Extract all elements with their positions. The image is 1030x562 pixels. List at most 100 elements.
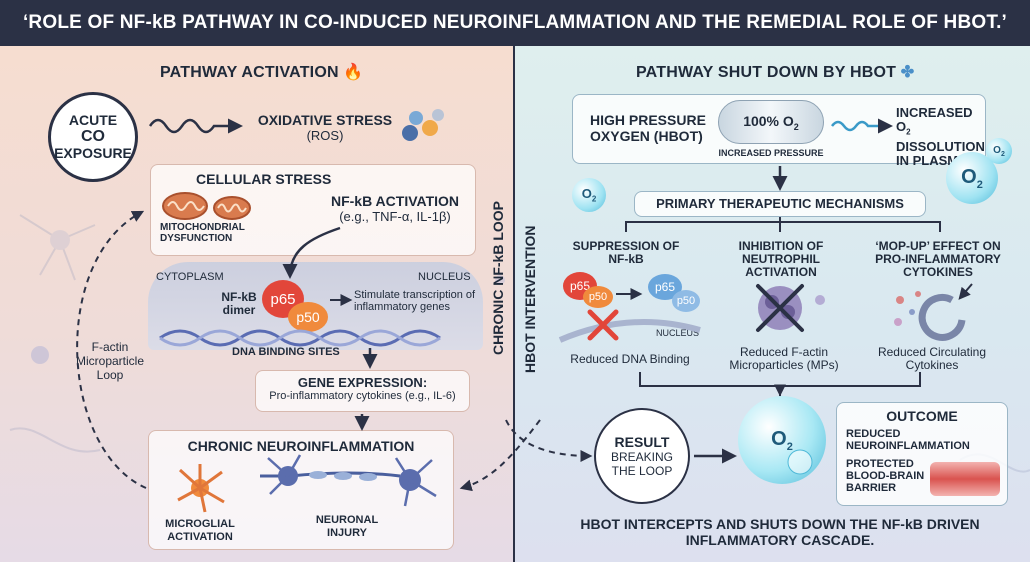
left-header: PATHWAY ACTIVATION 🔥 [160,62,364,82]
o2-bubble-sub-2: 2 [976,178,983,191]
gene-detail-label: Pro-inflammatory cytokines (e.g., IL-6) [269,390,456,402]
stimulate-label: Stimulate transcription of inflammatory … [354,289,476,313]
mitochondria-icon [162,192,251,220]
arrow-activation-to-dimer [282,226,341,279]
red-x-icon [587,309,619,341]
increased-o2-sub: 2 [906,127,911,137]
increased-pressure-label: INCREASED PRESSURE [718,148,824,158]
p65-blue-text: p65 [654,280,676,294]
o2-percent: 100% O2 [718,113,824,132]
blood-vessel-icon [930,462,1000,496]
pressure-chamber [718,100,824,144]
ros-label: (ROS) [306,128,344,143]
p50-inh-text: p50 [588,291,608,303]
protected-bbb-label: PROTECTED BLOOD-BRAIN BARRIER [846,458,925,494]
acute-line-2: CO [81,128,105,145]
o2-percent-sub: 2 [793,121,799,132]
oxidative-label: OXIDATIVE STRESS [257,112,393,128]
nfkb-examples-label: (e.g., TNF-α, IL-1β) [339,209,451,224]
reduced-dna-label: Reduced DNA Binding [570,352,690,366]
hbot-label: HIGH PRESSURE OXYGEN (HBOT) [590,112,706,144]
nucleus-right-label: NUCLEUS [656,328,700,338]
mito-label: MITOCHONDRIAL DYSFUNCTION [160,222,245,244]
page-title: ‘ROLE OF NF-kB PATHWAY IN CO-INDUCED NEU… [0,0,1030,46]
o2-bubble-small-left: O2 [572,178,606,212]
p50-inhibited: p50 [583,286,613,308]
left-header-text: PATHWAY ACTIVATION [160,64,339,81]
fan-icon: ✤ [900,64,915,81]
branch-lines [625,217,941,232]
p50-blue: p50 [672,290,700,312]
factin-loop: F-actin Microparticle Loop [70,340,150,382]
dna-sites-label: DNA BINDING SITES [232,346,340,358]
gene-expression-label: GENE EXPRESSION: [297,375,428,390]
reduced-cytokines-label: Reduced Circulating Cytokines [877,345,987,372]
factin-line-2: Microparticle [75,354,144,368]
right-header: PATHWAY SHUT DOWN BY HBOT ✤ [636,62,914,82]
acute-co-exposure: ACUTE CO EXPOSURE [48,92,138,182]
increased-o2-l2: O [896,119,907,134]
factin-loop-arrow [76,210,147,489]
primary-text: PRIMARY THERAPEUTIC MECHANISMS [656,196,904,211]
mopup-icon [894,283,973,341]
o2-bubble-tiny: O2 [986,138,1012,164]
dimer-label: NF-kB dimer [221,290,257,317]
panel-divider [513,46,515,562]
ros-molecules [402,109,444,141]
chronic-label: CHRONIC NEUROINFLAMMATION [187,438,415,454]
o2-sphere: O2 [738,396,826,484]
hbot-to-chronic-arrow [459,419,541,492]
neuron-icon [260,454,437,507]
inhibition-label: INHIBITION OF NEUTROPHIL ACTIVATION [738,239,824,279]
acute-line-1: ACUTE [68,112,118,128]
result-label: RESULT [614,434,670,450]
o2-bubble-sub-3: 2 [1000,150,1005,158]
footer-text: HBOT INTERCEPTS AND SHUTS DOWN THE NF-kB… [580,516,980,548]
cellular-stress-label: CELLULAR STRESS [196,171,332,187]
nfkb-activation: NF-kB ACTIVATION (e.g., TNF-α, IL-1β) [320,193,470,224]
gene-expression-box: GENE EXPRESSION: Pro-inflammatory cytoki… [255,370,470,412]
nfkb-activation-label: NF-kB ACTIVATION [330,193,460,209]
microglia-icon [177,464,225,513]
o2-flow-arrow [831,118,893,134]
o2-bubble-sym-3: O [993,144,1001,156]
o2-bubble-sym-1: O [581,186,592,202]
o2-bubble-sym-2: O [961,165,977,188]
result-circle: RESULT BREAKING THE LOOP [594,408,690,504]
o2-percent-text: 100% O [743,113,794,129]
increased-o2-l1: INCREASED [896,105,973,120]
mopup-label: ‘MOP-UP’ EFFECT ON PRO-INFLAMMATORY CYTO… [875,239,1001,279]
neutrophil-crossed-icon [756,284,825,332]
factin-line-3: Loop [96,368,124,382]
nucleus-label: NUCLEUS [418,271,471,283]
reduced-neuro-label: REDUCED NEUROINFLAMMATION [846,428,970,452]
oxidative-stress: OXIDATIVE STRESS (ROS) [250,112,400,143]
p50-blue-text: p50 [676,295,696,307]
neuronal-label: NEURONAL INJURY [315,514,379,539]
p65-text: p65 [270,290,296,308]
outcome-label: OUTCOME [886,408,958,424]
squiggle-arrow [148,118,243,134]
dna-helix [159,329,441,347]
flame-icon: 🔥 [343,64,364,81]
o2-sphere-sym: O [771,427,787,450]
title-text: ‘ROLE OF NF-kB PATHWAY IN CO-INDUCED NEU… [22,12,1008,33]
right-header-text: PATHWAY SHUT DOWN BY HBOT [636,64,897,81]
o2-sphere-sub: 2 [786,440,793,453]
increased-o2-l2b: DISSOLUTION [896,138,985,154]
p50-text: p50 [296,309,320,325]
primary-mechanisms-box: PRIMARY THERAPEUTIC MECHANISMS [634,191,926,217]
sphere-inner-bubble [787,449,813,475]
microglial-label: MICROGLIAL ACTIVATION [165,518,235,543]
o2-bubble-sub-1: 2 [591,194,597,204]
acute-line-3: EXPOSURE [54,145,132,161]
factin-line-1: F-actin [91,340,129,354]
reduced-factin-label: Reduced F-actin Microparticles (MPs) [729,345,839,372]
cytoplasm-label: CYTOPLASM [156,271,224,283]
suppression-label: SUPPRESSION OF NF-kB [572,239,680,266]
to-result-arrow [505,419,593,462]
breaking-label: BREAKING THE LOOP [610,450,673,478]
nucleus-arc [558,319,701,343]
